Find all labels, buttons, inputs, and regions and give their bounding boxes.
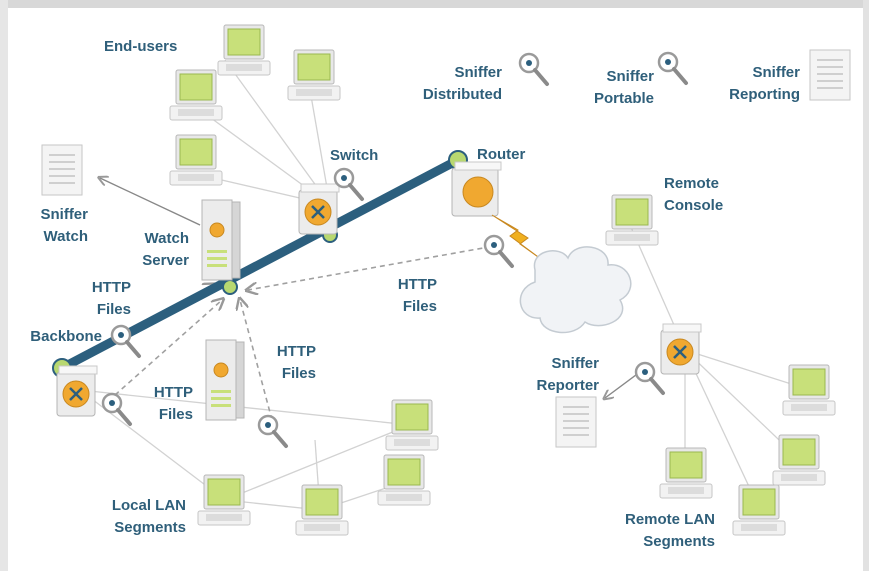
- label-sniffer-portable: Portable: [594, 90, 654, 107]
- label-sniffer-portable: Sniffer: [606, 68, 654, 85]
- label-http-files: HTTP: [398, 276, 437, 293]
- label-http-files: HTTP: [154, 384, 193, 401]
- computer-icon: [732, 484, 786, 536]
- label-http-files: HTTP: [277, 343, 316, 360]
- server-icon: [201, 199, 241, 281]
- label-sniffer-watch: Watch: [44, 228, 88, 245]
- computer-icon: [385, 399, 439, 451]
- computer-icon: [659, 447, 713, 499]
- magnifier-icon: [518, 52, 549, 86]
- computer-icon: [772, 434, 826, 486]
- frame-top-border: [0, 0, 869, 8]
- reporter-link: [605, 371, 641, 398]
- magnifier-icon: [483, 234, 514, 268]
- label-watch-server: Watch: [145, 230, 189, 247]
- cloud-icon: [519, 246, 632, 334]
- computer-icon: [169, 69, 223, 121]
- server-icon: [205, 339, 245, 421]
- watch-link: [100, 178, 201, 226]
- document-icon: [555, 396, 597, 448]
- label-sniffer-watch: Sniffer: [40, 206, 88, 223]
- label-http-files: HTTP: [92, 279, 131, 296]
- computer-icon: [197, 474, 251, 526]
- label-watch-server: Server: [142, 252, 189, 269]
- computer-icon: [782, 364, 836, 416]
- switch-icon: [659, 322, 703, 376]
- label-sniffer-reporting: Reporting: [729, 86, 800, 103]
- magnifier-icon: [657, 51, 688, 85]
- label-sniffer-reporting: Sniffer: [752, 64, 800, 81]
- label-sniffer-reporter: Sniffer: [551, 355, 599, 372]
- label-remote-lan: Remote LAN: [625, 511, 715, 528]
- label-http-files: Files: [282, 365, 316, 382]
- backbone-connector: [222, 279, 238, 295]
- label-local-lan: Segments: [114, 519, 186, 536]
- label-switch: Switch: [330, 147, 378, 164]
- computer-icon: [287, 49, 341, 101]
- label-sniffer-distributed: Sniffer: [454, 64, 502, 81]
- label-remote-console: Remote: [664, 175, 719, 192]
- magnifier-icon: [257, 414, 288, 448]
- router-icon: [451, 161, 502, 217]
- computer-icon: [605, 194, 659, 246]
- computer-icon: [169, 134, 223, 186]
- label-backbone: Backbone: [30, 328, 102, 345]
- magnifier-icon: [634, 361, 665, 395]
- lan-links: [79, 59, 811, 511]
- magnifier-icon: [333, 167, 364, 201]
- label-end-users: End-users: [104, 38, 177, 55]
- document-icon: [809, 49, 851, 101]
- computer-icon: [295, 484, 349, 536]
- label-remote-console: Console: [664, 197, 723, 214]
- label-remote-lan: Segments: [643, 533, 715, 550]
- label-http-files: Files: [403, 298, 437, 315]
- computer-icon: [377, 454, 431, 506]
- label-router: Router: [477, 146, 525, 163]
- switch-icon: [55, 364, 99, 418]
- label-http-files: Files: [97, 301, 131, 318]
- frame-right-border: [863, 0, 869, 571]
- document-icon: [41, 144, 83, 196]
- label-local-lan: Local LAN: [112, 497, 186, 514]
- label-http-files: Files: [159, 406, 193, 423]
- switch-icon: [297, 182, 341, 236]
- label-sniffer-distributed: Distributed: [423, 86, 502, 103]
- label-sniffer-reporter: Reporter: [536, 377, 599, 394]
- http-links: [114, 244, 501, 421]
- computer-icon: [217, 24, 271, 76]
- magnifier-icon: [101, 392, 132, 426]
- frame-left-border: [0, 0, 8, 571]
